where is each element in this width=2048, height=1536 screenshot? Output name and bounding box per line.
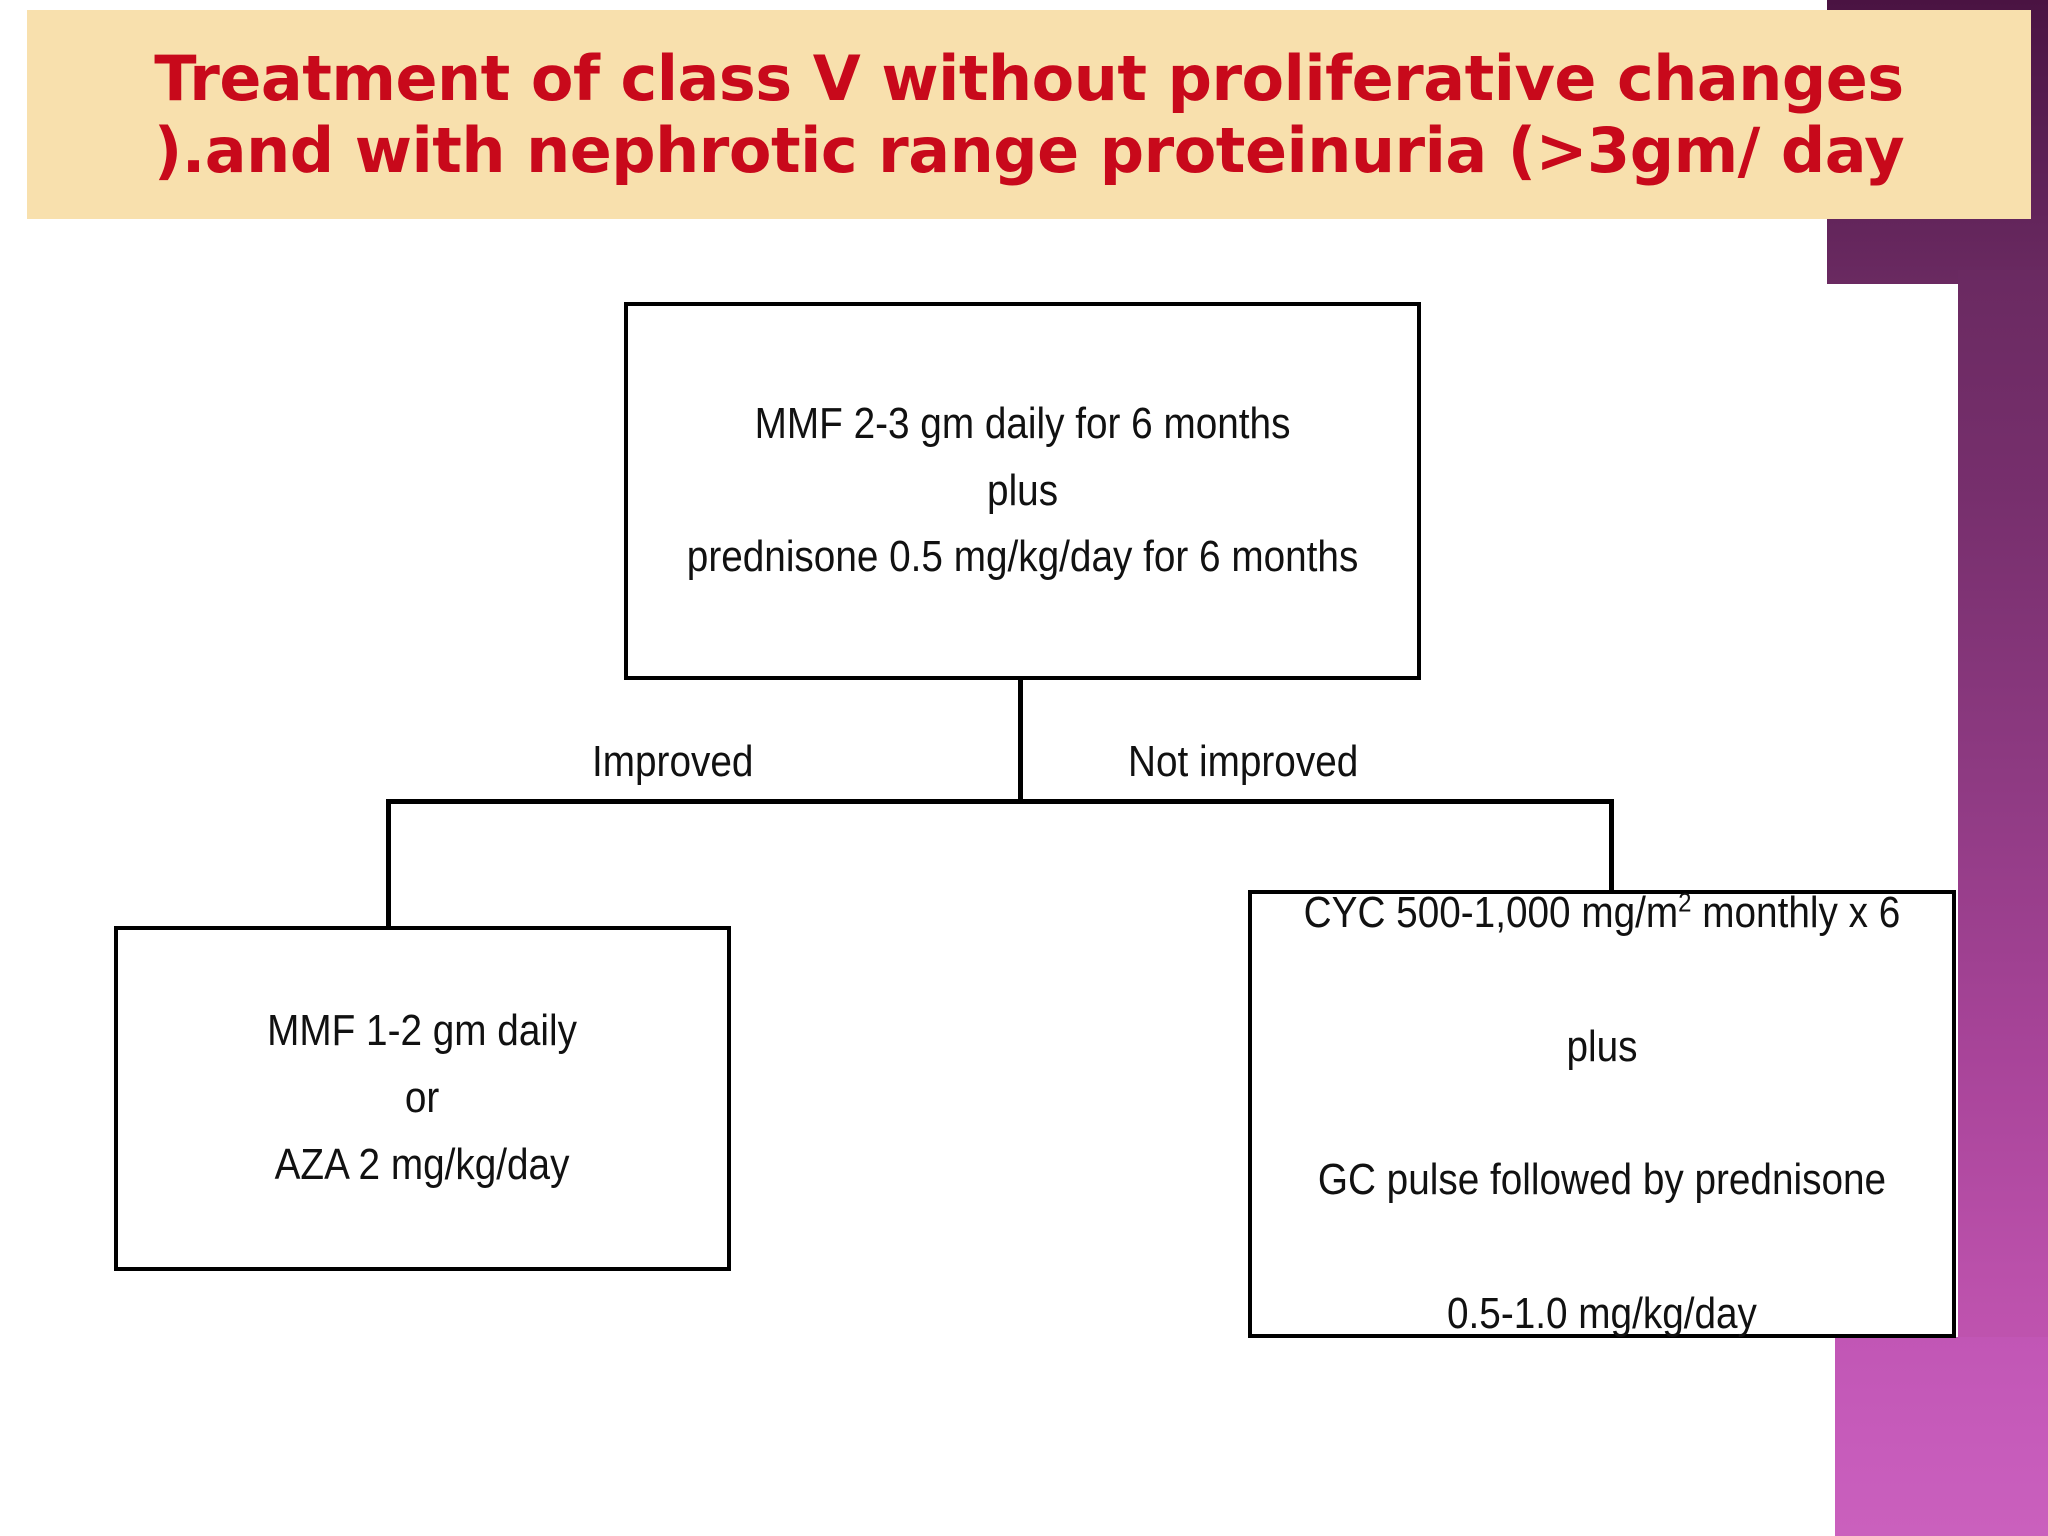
- escalation-line-1-pre: CYC 500-1,000 mg/m: [1303, 887, 1679, 937]
- escalation-line-1: CYC 500-1,000 mg/m2 monthly x 6: [1304, 880, 1901, 947]
- connector-improved-drop: [386, 799, 391, 928]
- connector-root-stem: [1018, 678, 1023, 804]
- flow-box-initial-therapy-text: MMF 2-3 gm daily for 6 months plus predn…: [686, 398, 1359, 582]
- title-banner: Treatment of class V without proliferati…: [27, 10, 2031, 219]
- branch-label-not-improved: Not improved: [1128, 737, 1359, 786]
- flow-box-initial-therapy: MMF 2-3 gm daily for 6 months plus predn…: [624, 302, 1421, 680]
- flow-box-maintenance-therapy: MMF 1-2 gm daily or AZA 2 mg/kg/day: [114, 926, 731, 1271]
- slide-title-line-2: ).and with nephrotic range proteinuria (…: [153, 113, 1905, 187]
- slide-title: Treatment of class V without proliferati…: [27, 41, 2031, 187]
- flow-box-escalation-therapy-text: CYC 500-1,000 mg/m2 monthly x 6 plus GC …: [1304, 813, 1901, 1415]
- decoration-right-bar: [1958, 270, 2048, 1536]
- escalation-line-2: plus: [1566, 1021, 1638, 1071]
- escalation-line-1-post: monthly x 6: [1691, 887, 1901, 937]
- connector-horizontal-bar: [386, 799, 1614, 804]
- escalation-line-3: GC pulse followed by prednisone: [1317, 1155, 1887, 1205]
- branch-label-improved: Improved: [592, 737, 754, 786]
- connector-not-improved-drop: [1609, 799, 1614, 892]
- escalation-line-4: 0.5-1.0 mg/kg/day: [1447, 1289, 1757, 1339]
- flow-box-escalation-therapy: CYC 500-1,000 mg/m2 monthly x 6 plus GC …: [1248, 888, 1956, 1338]
- decoration-bottom-block: [1835, 1337, 2048, 1536]
- flow-box-maintenance-therapy-text: MMF 1-2 gm daily or AZA 2 mg/kg/day: [267, 1006, 578, 1189]
- escalation-line-1-superscript: 2: [1678, 886, 1692, 918]
- slide-title-line-1: Treatment of class V without proliferati…: [154, 41, 1904, 115]
